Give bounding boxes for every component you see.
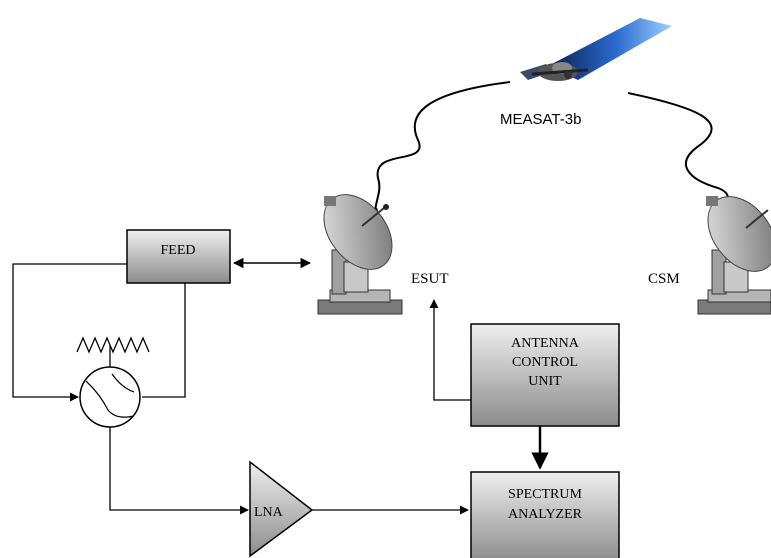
esut-label: ESUT (411, 271, 449, 287)
acu-to-esut-wire (429, 299, 471, 401)
feed-block (126, 229, 231, 284)
csm-label: CSM (648, 271, 680, 287)
antenna-control-unit-block (470, 323, 620, 427)
satellite-link-esut (366, 81, 511, 224)
esut-dish-icon (317, 194, 403, 315)
circulator-to-lna-wire (109, 427, 249, 515)
acu-label-line3: UNIT (528, 374, 562, 389)
feed-to-circulator-wire (12, 263, 127, 402)
csm-dish-icon (697, 196, 771, 315)
spectrum-analyzer-block (470, 471, 620, 558)
analyzer-label-line2: ANALYZER (508, 507, 583, 522)
lna-amplifier (249, 460, 314, 558)
acu-label-line1: ANTENNA (511, 336, 580, 351)
satellite-label: MEASAT-3b (500, 111, 581, 128)
satellite-icon (520, 18, 672, 81)
satellite-link-csm (627, 92, 729, 213)
acu-label-line2: CONTROL (512, 355, 578, 370)
feed-return-wire (142, 283, 186, 398)
analyzer-label-line1: SPECTRUM (508, 487, 582, 502)
circulator-icon (79, 366, 141, 428)
feed-label: FEED (161, 243, 196, 258)
termination-resistor-icon (76, 336, 150, 354)
lna-label: LNA (254, 505, 284, 520)
